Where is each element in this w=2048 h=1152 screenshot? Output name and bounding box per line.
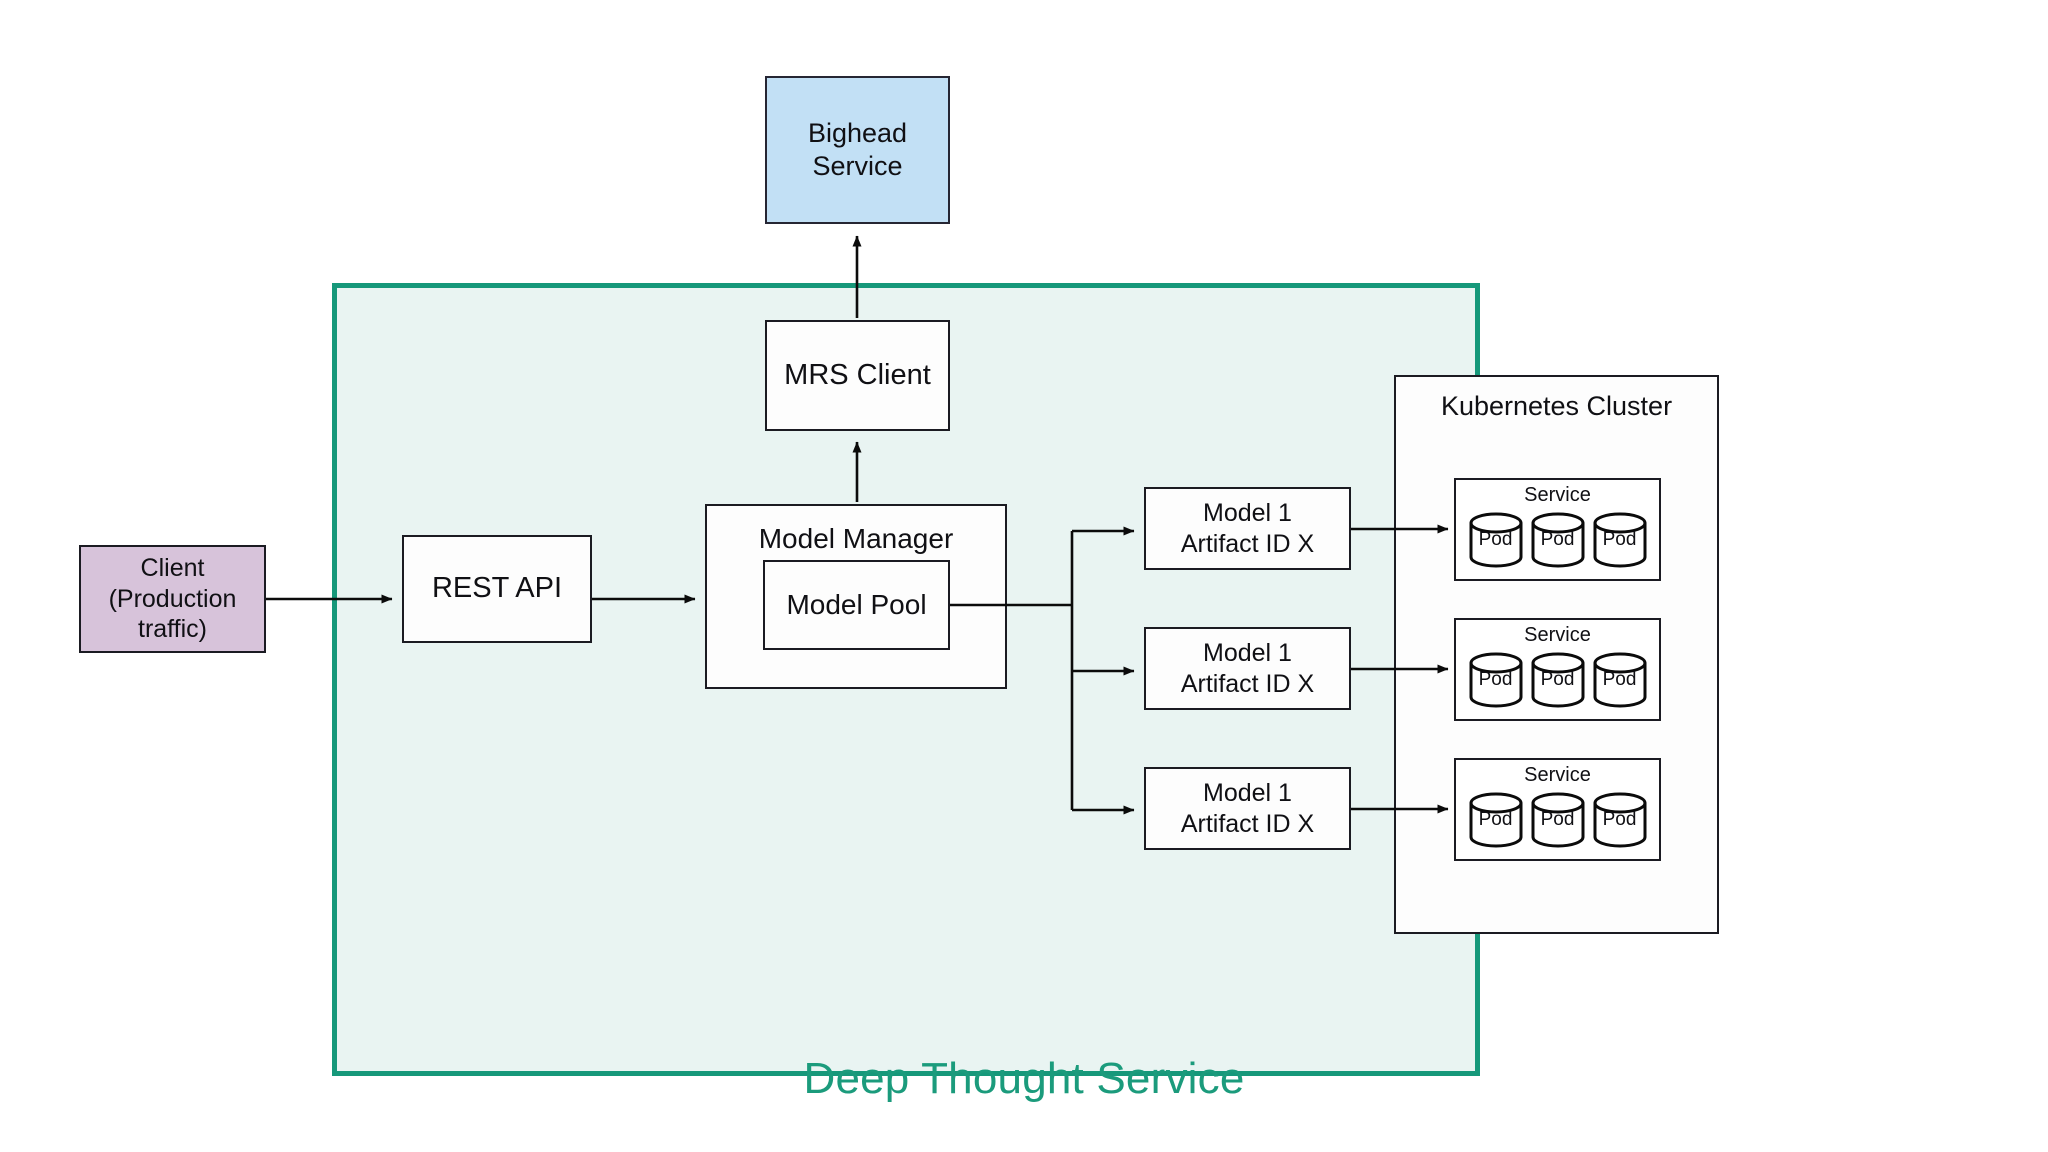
model-artifact-line1: Model 1 <box>1203 499 1292 527</box>
client-label-line2: (Production <box>108 584 237 613</box>
bighead-service-label-line1: Bighead <box>807 118 908 149</box>
pod-row: Pod Pod Pod <box>1456 792 1659 848</box>
service-label: Service <box>1524 484 1591 506</box>
model-artifact-node-1[interactable]: Model 1 Artifact ID X <box>1144 487 1351 570</box>
kubernetes-cluster-label: Kubernetes Cluster <box>1440 391 1673 421</box>
pod-cylinder-icon <box>1469 652 1522 708</box>
pod-cylinder-icon <box>1469 512 1522 568</box>
pod-cylinder-icon <box>1593 512 1646 568</box>
client-node[interactable]: Client (Production traffic) <box>79 545 266 653</box>
service-label: Service <box>1524 624 1591 646</box>
pod-cylinder-icon <box>1531 652 1584 708</box>
kubernetes-cluster-node[interactable]: Kubernetes Cluster Service Pod Pod <box>1394 375 1719 934</box>
model-artifact-node-2[interactable]: Model 1 Artifact ID X <box>1144 627 1351 710</box>
model-artifact-line2: Artifact ID X <box>1180 529 1315 558</box>
rest-api-node[interactable]: REST API <box>402 535 592 643</box>
model-manager-label: Model Manager <box>758 523 954 554</box>
deep-thought-service-title: Deep Thought Service <box>803 1054 1245 1103</box>
pod-cylinder-icon <box>1593 652 1646 708</box>
rest-api-label: REST API <box>431 572 563 605</box>
pod-node[interactable]: Pod <box>1467 792 1525 848</box>
model-artifact-line2: Artifact ID X <box>1180 809 1315 838</box>
pod-node[interactable]: Pod <box>1467 512 1525 568</box>
service-node-3[interactable]: Service Pod Pod <box>1454 758 1661 861</box>
client-label-line3: traffic) <box>138 615 207 644</box>
pod-cylinder-icon <box>1531 512 1584 568</box>
model-artifact-line1: Model 1 <box>1203 779 1292 807</box>
bighead-service-label-line2: Service <box>812 151 903 181</box>
mrs-client-label: MRS Client <box>784 358 931 391</box>
model-artifact-line1: Model 1 <box>1203 639 1292 667</box>
pod-node[interactable]: Pod <box>1591 512 1649 568</box>
model-pool-node[interactable]: Model Pool <box>763 560 950 650</box>
pod-cylinder-icon <box>1531 792 1584 848</box>
service-node-2[interactable]: Service Pod Pod <box>1454 618 1661 721</box>
pod-node[interactable]: Pod <box>1529 792 1587 848</box>
pod-cylinder-icon <box>1469 792 1522 848</box>
pod-node[interactable]: Pod <box>1467 652 1525 708</box>
pod-row: Pod Pod Pod <box>1456 512 1659 568</box>
model-pool-label: Model Pool <box>786 588 927 620</box>
pod-node[interactable]: Pod <box>1591 652 1649 708</box>
pod-node[interactable]: Pod <box>1591 792 1649 848</box>
pod-row: Pod Pod Pod <box>1456 652 1659 708</box>
pod-node[interactable]: Pod <box>1529 652 1587 708</box>
model-artifact-line2: Artifact ID X <box>1180 669 1315 698</box>
mrs-client-node[interactable]: MRS Client <box>765 320 950 431</box>
service-node-1[interactable]: Service Pod Pod <box>1454 478 1661 581</box>
model-artifact-node-3[interactable]: Model 1 Artifact ID X <box>1144 767 1351 850</box>
service-label: Service <box>1524 764 1591 786</box>
client-label-line1: Client <box>140 554 205 583</box>
pod-node[interactable]: Pod <box>1529 512 1587 568</box>
pod-cylinder-icon <box>1593 792 1646 848</box>
bighead-service-node[interactable]: Bighead Service <box>765 76 950 224</box>
